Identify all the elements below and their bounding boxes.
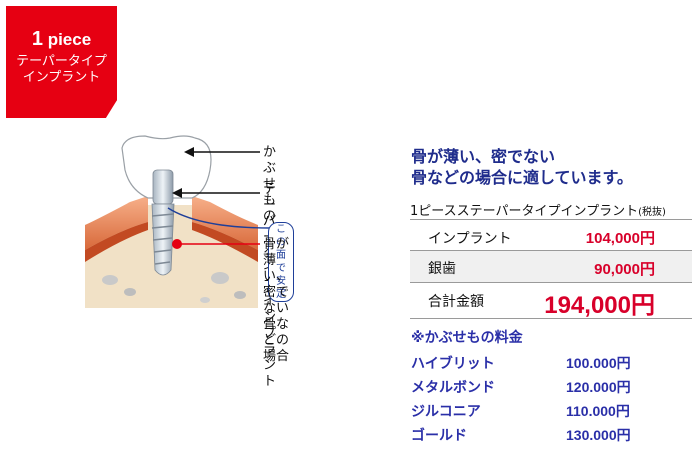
badge-title: 1 piece (31, 28, 92, 50)
crown-price-zirconia: 110.000円 (566, 403, 630, 419)
crown-price-title: ※かぶせもの料金 (411, 330, 523, 346)
row-name-total: 合計金額 (428, 294, 484, 310)
crown-price-gold: 130.000円 (566, 427, 631, 443)
diagram-pointers (167, 147, 271, 245)
row-price-implant: 104,000円 (585, 230, 655, 247)
row-price-silver-crown: 90,000円 (594, 261, 655, 278)
crown-price-hybrid: 100.000円 (566, 355, 631, 371)
suitability-headline: 骨が薄い、密でない 骨などの場合に適しています。 (411, 147, 633, 187)
crown-name-metal-bond: メタルボンド (411, 380, 495, 396)
row-price-total: 194,000円 (544, 292, 655, 319)
table-divider (410, 219, 692, 220)
table-divider (410, 250, 692, 251)
crown-name-gold: ゴールド (411, 428, 467, 444)
table-divider (410, 282, 692, 283)
row-name-silver-crown: 銀歯 (428, 261, 456, 277)
price-table-title: 1ピースステーパータイプインプラント(税抜) (410, 204, 666, 219)
product-badge: 1 piece テーパータイプ インプラント (6, 6, 117, 118)
label-crown: かぶせもの (263, 145, 277, 224)
crown-name-hybrid: ハイブリット (411, 356, 495, 372)
table-divider (410, 318, 692, 319)
label-stable-surface: この面で安定 (268, 222, 294, 302)
crown-price-metal-bond: 120.000円 (566, 379, 631, 395)
badge-subtitle: テーパータイプ インプラント (16, 54, 107, 85)
table-row-shade (410, 250, 692, 282)
label-bone: 骨が薄い、密でない 骨などの場合 (263, 237, 290, 364)
implant-diagram: かぶせもの テーパータイプ インプラント この面で安定 骨が薄い、密でない 骨な… (80, 130, 294, 389)
row-name-implant: インプラント (428, 231, 512, 247)
crown-name-zirconia: ジルコニア (411, 404, 481, 420)
